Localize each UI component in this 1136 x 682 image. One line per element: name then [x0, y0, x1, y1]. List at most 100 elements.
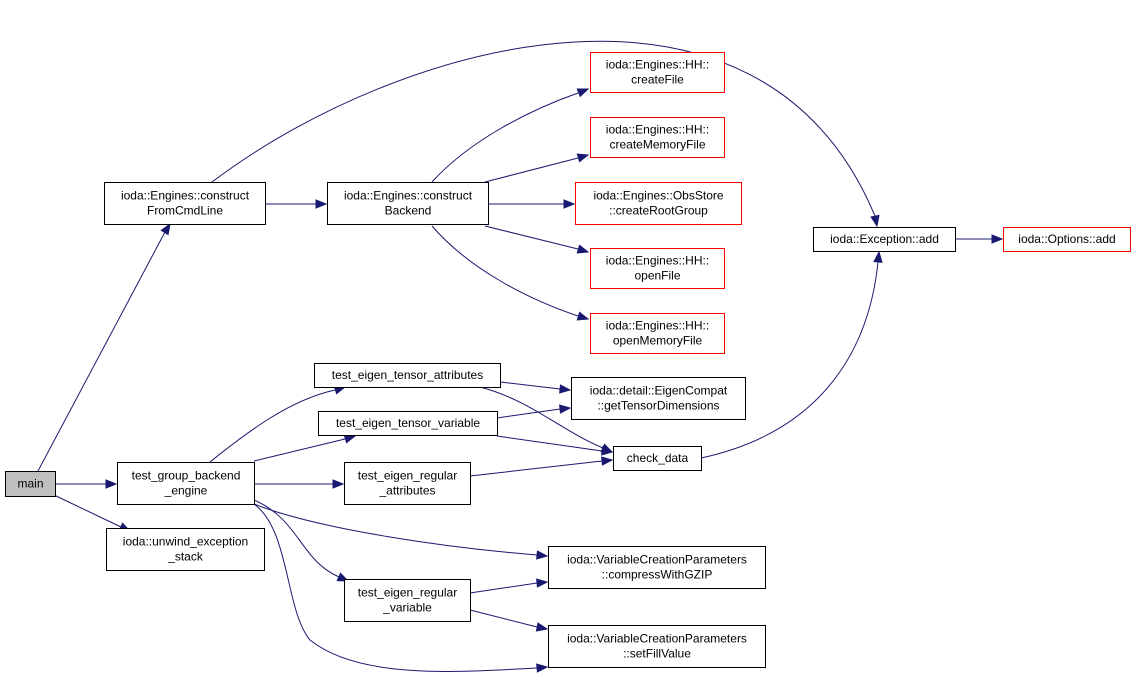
node-label-line: openMemoryFile	[613, 334, 703, 348]
node-box[interactable]	[5, 471, 56, 497]
edge-test_tensor_attr-to-get_tensor_dims	[499, 381, 572, 394]
node-label-line: ::getTensorDimensions	[597, 399, 719, 413]
edge-line	[469, 582, 538, 594]
arrowhead-icon	[601, 456, 614, 466]
node-test-tensor-attr[interactable]: test_eigen_tensor_attributes	[314, 363, 501, 388]
node-set-fill[interactable]: ioda::VariableCreationParameters::setFil…	[548, 625, 766, 668]
arrowhead-icon	[536, 550, 549, 560]
node-box[interactable]	[613, 446, 702, 471]
node-exception-add[interactable]: ioda::Exception::add	[813, 227, 956, 252]
arrowhead-icon	[160, 222, 171, 236]
edge-construct_backend-to-hh_openfile	[484, 225, 590, 254]
node-label-line: ioda::Engines::HH::	[606, 58, 709, 72]
node-label-line: ioda::Engines::construct	[121, 189, 250, 203]
edge-line	[211, 40, 876, 217]
node-obsstore-root[interactable]: ioda::Engines::ObsStore::createRootGroup	[575, 182, 742, 225]
node-label-line: _variable	[382, 601, 432, 615]
edge-test_regular_var-to-compress_gzip	[469, 578, 549, 594]
node-label-line: test_eigen_tensor_variable	[336, 416, 480, 430]
node-label-line: ::setFillValue	[623, 647, 691, 661]
edge-construct_cmd-to-construct_backend	[265, 199, 328, 209]
node-box[interactable]	[327, 182, 489, 225]
node-label-line: _attributes	[378, 484, 435, 498]
arrowhead-icon	[601, 446, 614, 456]
edge-test_group_backend-to-compress_gzip	[253, 503, 549, 560]
node-label-line: ioda::Options::add	[1018, 232, 1115, 246]
node-test-group-backend[interactable]: test_group_backend_engine	[117, 462, 255, 505]
node-box[interactable]	[1003, 227, 1131, 252]
node-label-line: ioda::detail::EigenCompat	[590, 384, 728, 398]
node-label-line: ioda::VariableCreationParameters	[567, 632, 747, 646]
node-get-tensor-dims[interactable]: ioda::detail::EigenCompat::getTensorDime…	[571, 377, 746, 420]
node-hh-openfile[interactable]: ioda::Engines::HH::openFile	[590, 248, 725, 289]
node-check-data[interactable]: check_data	[613, 446, 702, 471]
node-main[interactable]: main	[5, 471, 56, 497]
edge-line	[499, 381, 561, 390]
arrowhead-icon	[559, 404, 572, 414]
node-label-line: ioda::Engines::HH::	[606, 123, 709, 137]
node-label-line: ioda::VariableCreationParameters	[567, 553, 747, 567]
node-box[interactable]	[590, 313, 725, 354]
node-box[interactable]	[548, 625, 766, 668]
node-box[interactable]	[590, 117, 725, 158]
edge-line	[253, 438, 346, 462]
edge-construct_backend-to-obsstore_root	[488, 199, 576, 209]
node-box[interactable]	[117, 462, 255, 505]
edge-test_group_backend-to-test_tensor_var	[253, 434, 357, 462]
edge-line	[496, 408, 561, 419]
arrowhead-icon	[576, 153, 590, 163]
node-box[interactable]	[314, 363, 501, 388]
node-hh-creatememfile[interactable]: ioda::Engines::HH::createMemoryFile	[590, 117, 725, 158]
node-box[interactable]	[318, 411, 498, 436]
edge-line	[700, 261, 879, 459]
node-test-tensor-var[interactable]: test_eigen_tensor_variable	[318, 411, 498, 436]
edge-exception_add-to-options_add	[955, 234, 1004, 244]
node-label-line: ioda::unwind_exception	[123, 535, 248, 549]
arrowhead-icon	[535, 622, 549, 632]
edge-test_group_backend-to-set_fill	[253, 503, 549, 673]
edge-test_regular_var-to-set_fill	[469, 609, 549, 632]
node-box[interactable]	[344, 579, 471, 622]
edge-line	[253, 503, 538, 672]
node-test-regular-attr[interactable]: test_eigen_regular_attributes	[344, 462, 471, 505]
node-box[interactable]	[106, 528, 265, 571]
node-label-line: FromCmdLine	[147, 204, 223, 218]
node-label-line: test_eigen_regular	[358, 586, 457, 600]
node-label-line: createMemoryFile	[609, 138, 705, 152]
node-hh-openmemfile[interactable]: ioda::Engines::HH::openMemoryFile	[590, 313, 725, 354]
node-box[interactable]	[575, 182, 742, 225]
arrowhead-icon	[559, 384, 572, 394]
arrowhead-icon	[576, 88, 590, 98]
node-box[interactable]	[571, 377, 746, 420]
node-box[interactable]	[813, 227, 956, 252]
node-box[interactable]	[104, 182, 266, 225]
arrowhead-icon	[536, 578, 549, 588]
node-hh-createfile[interactable]: ioda::Engines::HH::createFile	[590, 52, 725, 93]
node-label-line: ioda::Engines::HH::	[606, 254, 709, 268]
node-label-line: Backend	[385, 204, 432, 218]
node-unwind[interactable]: ioda::unwind_exception_stack	[106, 528, 265, 571]
arrowhead-icon	[332, 479, 345, 489]
node-options-add[interactable]: ioda::Options::add	[1003, 227, 1131, 252]
node-box[interactable]	[590, 248, 725, 289]
edge-line	[469, 609, 538, 628]
arrowhead-icon	[991, 234, 1004, 244]
node-label-line: test_group_backend	[132, 469, 241, 483]
edge-main-to-construct_cmd	[37, 222, 171, 472]
edge-line	[37, 231, 166, 472]
node-label-line: ioda::Engines::HH::	[606, 319, 709, 333]
node-box[interactable]	[344, 462, 471, 505]
edge-line	[479, 386, 604, 449]
node-box[interactable]	[590, 52, 725, 93]
node-label-line: ::compressWithGZIP	[602, 568, 713, 582]
node-box[interactable]	[548, 546, 766, 589]
node-compress-gzip[interactable]: ioda::VariableCreationParameters::compre…	[548, 546, 766, 589]
node-test-regular-var[interactable]: test_eigen_regular_variable	[344, 579, 471, 622]
node-label-line: test_eigen_regular	[358, 469, 457, 483]
edge-line	[53, 494, 122, 528]
edge-line	[484, 157, 579, 183]
node-label-line: createFile	[631, 73, 684, 87]
